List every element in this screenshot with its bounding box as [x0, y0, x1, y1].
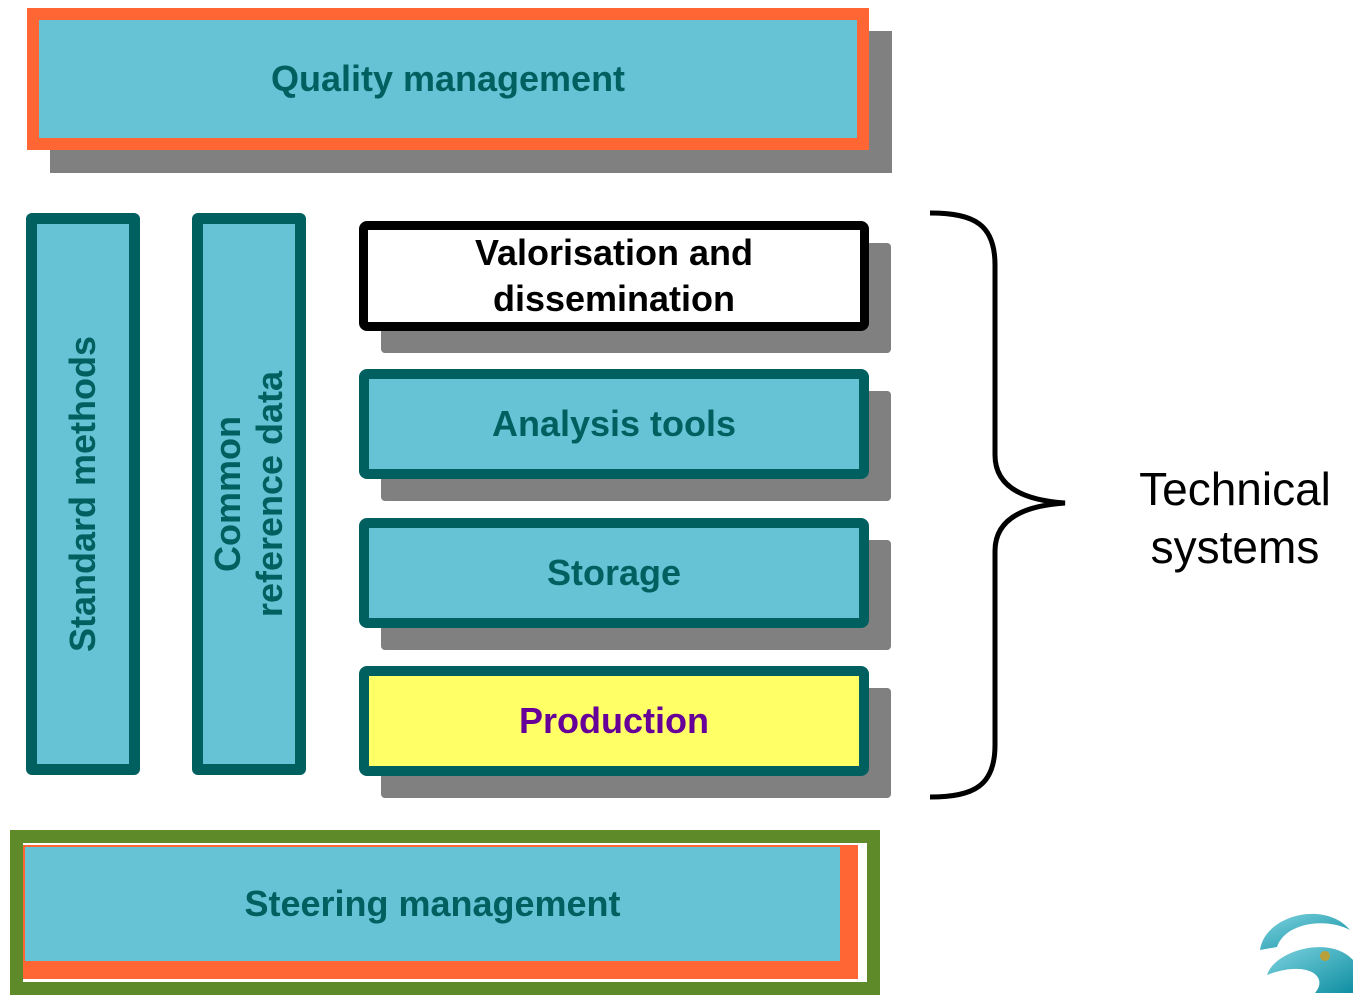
common-reference-data-label: Common reference data: [207, 370, 291, 618]
steering-management-box: Steering management: [25, 847, 840, 961]
standard-methods-box: Standard methods: [26, 213, 140, 775]
quality-management-box: Quality management: [27, 8, 869, 150]
steering-management-label: Steering management: [244, 883, 621, 924]
swirl-logo-icon: [1260, 913, 1353, 993]
standard-methods-label: Standard methods: [62, 335, 104, 653]
storage-box: Storage: [359, 518, 869, 628]
valorisation-dissemination-label: Valorisation and dissemination: [474, 232, 754, 319]
analysis-tools-box: Analysis tools: [359, 369, 869, 479]
valorisation-dissemination-box: Valorisation and dissemination: [359, 221, 869, 331]
common-reference-data-box: Common reference data: [192, 213, 306, 775]
production-box: Production: [359, 666, 869, 776]
production-label: Production: [519, 700, 709, 741]
technical-systems-label: Technical systems: [1139, 463, 1331, 573]
quality-management-label: Quality management: [270, 58, 626, 99]
storage-label: Storage: [546, 552, 682, 593]
curly-brace: [929, 210, 1066, 800]
analysis-tools-label: Analysis tools: [491, 403, 737, 444]
